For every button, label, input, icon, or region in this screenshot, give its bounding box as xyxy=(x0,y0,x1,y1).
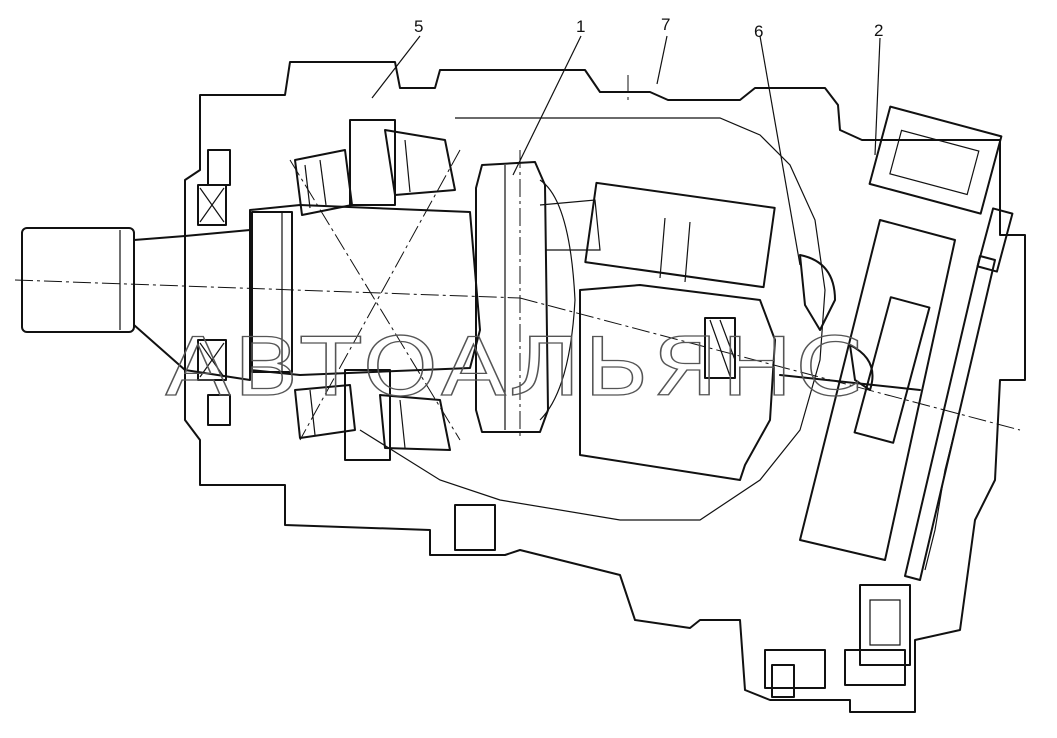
roller-bearing-bottom-1 xyxy=(294,384,356,439)
bottom-plug-right xyxy=(844,649,906,686)
watermark: АВТОАЛЬЯНС xyxy=(165,321,865,414)
piston-upper xyxy=(584,181,776,289)
shaft-flange xyxy=(251,211,293,373)
valve-body xyxy=(859,584,911,666)
rb4-hatch xyxy=(399,399,406,449)
leader-5 xyxy=(371,35,421,99)
diagonal-axis-b xyxy=(299,149,461,441)
pivot-rod xyxy=(779,374,921,391)
callout-6: 6 xyxy=(754,22,763,41)
callout-7: 7 xyxy=(661,15,670,34)
shaft-axis xyxy=(14,279,521,299)
control-bore xyxy=(799,219,956,561)
main-housing xyxy=(184,61,1026,713)
leader-1 xyxy=(512,35,582,176)
callout-5: 5 xyxy=(414,17,423,36)
roller-bearing-bottom-2 xyxy=(379,394,451,451)
control-piston xyxy=(853,296,931,444)
rb1-hatch-b xyxy=(319,159,327,206)
callout-2: 2 xyxy=(874,21,883,40)
rb3-hatch xyxy=(309,389,316,436)
leader-2 xyxy=(874,37,881,156)
control-cap xyxy=(868,105,1003,215)
control-spring xyxy=(924,409,961,571)
piston-upper-ring-b xyxy=(684,221,691,283)
front-seal-bottom-x xyxy=(199,342,225,378)
cylinder-block xyxy=(579,284,776,481)
adjust-screw xyxy=(976,207,1014,273)
block-axis xyxy=(519,297,1021,431)
roller-bearing-top-2 xyxy=(384,129,456,196)
bearing-race-top xyxy=(349,119,396,206)
front-seal-top-x xyxy=(199,187,225,223)
piston-upper-ring-a xyxy=(659,217,666,279)
callout-1: 1 xyxy=(576,17,585,36)
valve-plate xyxy=(799,254,836,331)
piston-lower xyxy=(704,317,736,379)
front-seal-bottom xyxy=(197,339,227,381)
valve-spool xyxy=(869,599,901,646)
diagonal-axis-a xyxy=(289,159,461,441)
drive-flange xyxy=(475,161,549,433)
bearing-race-bottom xyxy=(344,369,391,461)
rb2-hatch xyxy=(404,139,411,193)
drive-flange-disc xyxy=(539,179,576,421)
output-shaft xyxy=(21,227,135,333)
leader-7 xyxy=(656,35,668,85)
piston-lower-hatch xyxy=(709,319,736,377)
piston-rod-upper xyxy=(539,199,601,251)
leader-6 xyxy=(759,35,801,266)
drain-port xyxy=(454,504,496,551)
rb1-hatch-a xyxy=(304,164,311,209)
circlip-bottom xyxy=(207,394,231,426)
bottom-fitting xyxy=(771,664,795,698)
circlip-top xyxy=(207,149,231,186)
control-cap-inner xyxy=(889,129,980,196)
inner-cavity xyxy=(359,117,826,521)
